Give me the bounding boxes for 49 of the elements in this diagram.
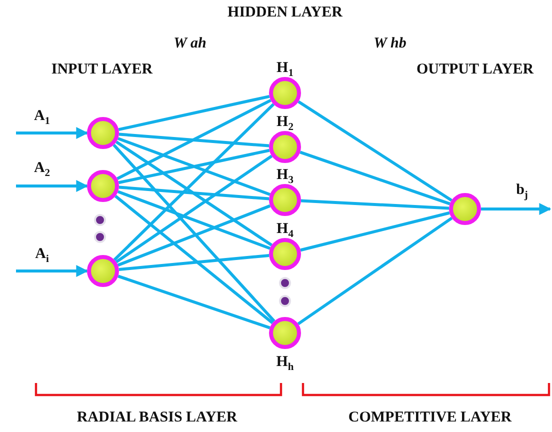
arrow [481,203,552,215]
connection-line [114,194,274,324]
neuron-label: H$_{2}$ [276,114,294,134]
connection-line [116,98,272,180]
connection-line [118,148,270,184]
arrow [16,127,88,139]
connection-line [300,211,450,252]
connection-line [298,100,452,202]
connection-line [118,254,270,271]
neuron-circle [269,317,301,349]
connection-line [117,190,271,250]
connection-line [297,216,453,326]
neuron-circle [269,77,301,109]
arrow [16,180,88,192]
signal-label: A$_{2}$ [34,160,50,180]
connection-line [113,103,275,261]
weight-label: W ah [174,36,206,52]
connection-line [112,144,276,322]
layer-label: RADIAL BASIS LAYER [76,410,238,426]
signal-label: b$_{j}$ [516,182,528,202]
arrow [16,265,88,277]
neuron-label: H$_{4}$ [276,222,294,240]
neuron-circle [87,170,119,202]
neuron-circle [87,117,119,149]
layer-label: COMPETITIVE LAYER [348,410,512,426]
signal-label: A$_{i}$ [35,246,49,266]
connection-line [118,137,270,196]
neuron-label: H$_{3}$ [276,168,294,186]
layer-label: INPUT LAYER [51,62,153,78]
layer-label: HIDDEN LAYER [228,6,342,20]
connection-line [118,132,270,148]
connection-line [300,150,450,206]
layer-label: OUTPUT LAYER [416,62,534,78]
connection-line [118,94,270,132]
connection-line [116,140,272,246]
neuron-label: H$_{1}$ [276,60,294,80]
neuron-circle [449,193,481,225]
connection-line [300,199,450,210]
neuron-label: H$_{h}$ [276,354,294,374]
connection-line [118,186,270,200]
neuron-circle [269,184,301,216]
weight-label: W hb [374,36,406,52]
connection-line [117,204,271,267]
neuron-circle [87,255,119,287]
signal-label: A$_{1}$ [34,108,50,128]
neuron-circle [269,131,301,163]
connection-line [115,154,273,264]
neuron-circle [269,238,301,270]
connection-line [118,274,270,330]
